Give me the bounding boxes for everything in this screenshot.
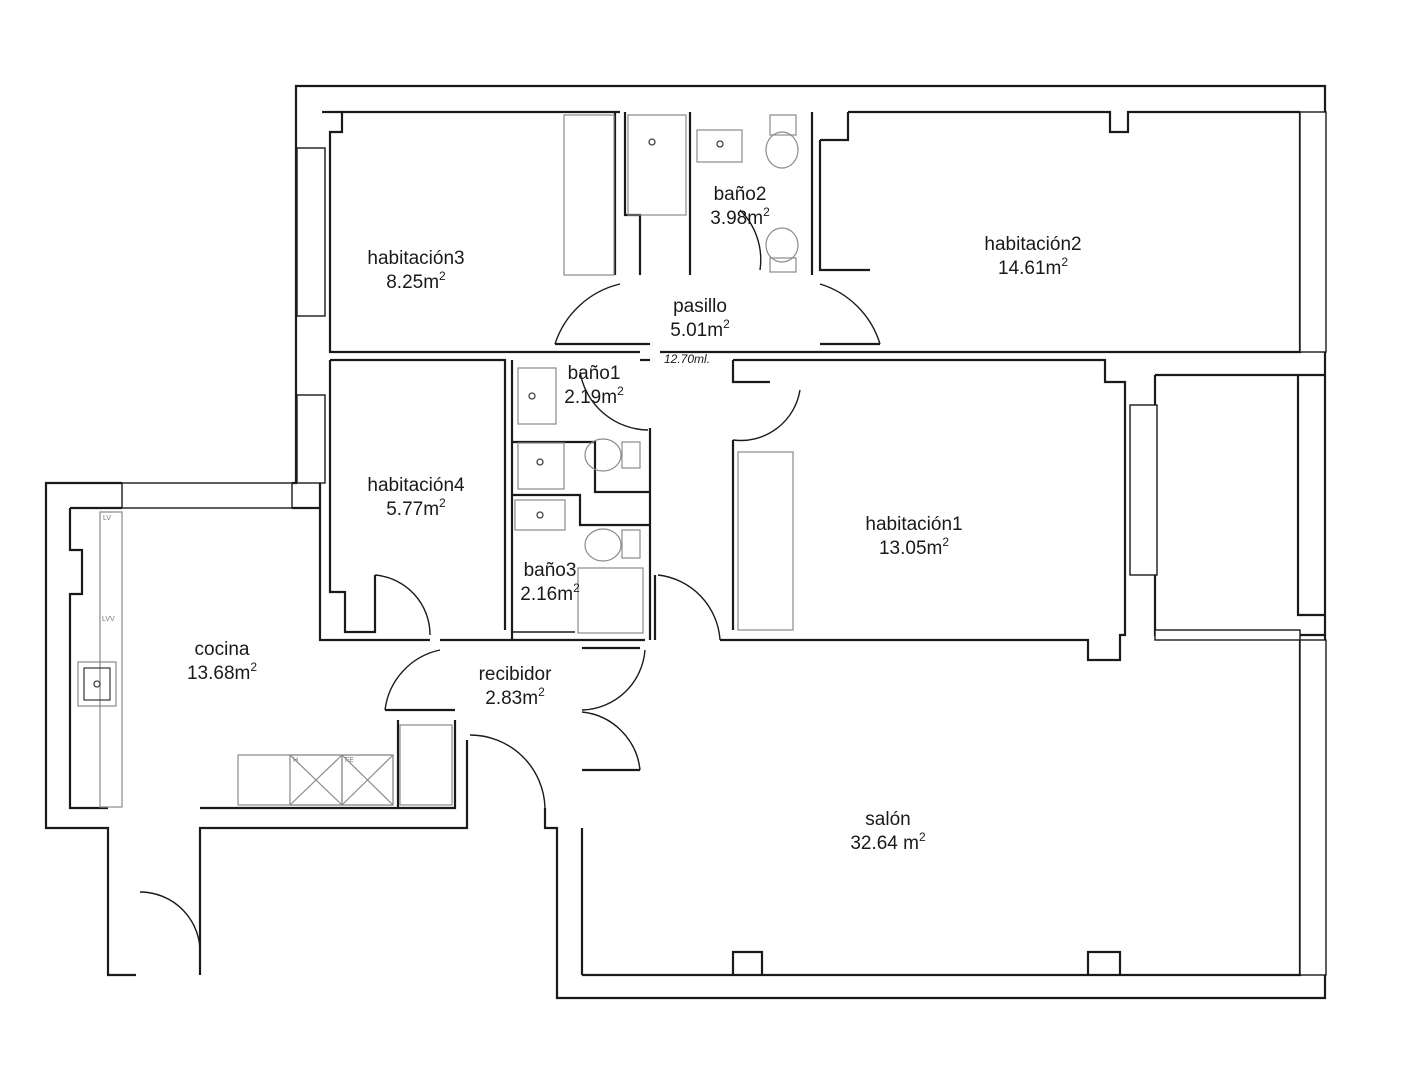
room-label-recibidor: recibidor 2.83m2 [479, 663, 552, 711]
room-name: pasillo [673, 296, 727, 317]
room-area: 5.01m2 [670, 317, 730, 341]
room-name: habitación3 [367, 248, 465, 269]
room-name: baño3 [523, 560, 577, 581]
room-name: habitación2 [984, 234, 1082, 255]
room-area: 2.83m2 [485, 685, 545, 709]
room-area: 3.98m2 [710, 205, 770, 229]
room-area: 13.05m2 [878, 535, 950, 559]
room-label-pasillo: pasillo 5.01m2 [670, 295, 730, 343]
room-name: habitación1 [865, 514, 963, 535]
room-area: 14.61m2 [997, 255, 1069, 279]
room-label-habitacion4: habitación4 5.77m2 [367, 474, 464, 522]
room-label-habitacion2: habitación2 14.61m2 [984, 233, 1081, 281]
room-name: salón [865, 809, 911, 830]
doors [139, 209, 881, 956]
room-label-cocina: cocina 13.68m2 [187, 638, 257, 686]
room-name: cocina [194, 639, 250, 660]
room-label-bano1: baño1 2.19m2 [564, 362, 624, 410]
room-name: recibidor [478, 664, 552, 685]
room-area: 32.64 m2 [850, 830, 926, 854]
kitchen-h-mark: H [293, 757, 299, 764]
room-area: 2.19m2 [564, 384, 624, 408]
corridor-length-note: 12.70ml. [664, 352, 711, 366]
room-area: 8.25m2 [386, 269, 446, 293]
room-area: 5.77m2 [386, 496, 446, 520]
room-label-habitacion1: habitación1 13.05m2 [865, 513, 962, 561]
kitchen-lv-mark: LV [103, 515, 112, 522]
room-label-habitacion3: habitación3 8.25m2 [367, 247, 464, 295]
kitchen-fe-mark: FE [345, 757, 354, 764]
room-label-bano3: baño3 2.16m2 [520, 559, 580, 607]
furniture [77, 114, 799, 808]
room-name: habitación4 [367, 475, 465, 496]
windows [121, 111, 1327, 976]
room-name: baño2 [713, 184, 767, 205]
room-label-bano2: baño2 3.98m2 [710, 183, 770, 231]
room-name: baño1 [567, 363, 621, 384]
room-label-salon: salón 32.64 m2 [850, 808, 925, 856]
kitchen-lvv-mark: LVV [102, 616, 115, 623]
room-area: 13.68m2 [186, 660, 258, 684]
room-area: 2.16m2 [520, 581, 580, 605]
interior-walls [68, 112, 1325, 977]
